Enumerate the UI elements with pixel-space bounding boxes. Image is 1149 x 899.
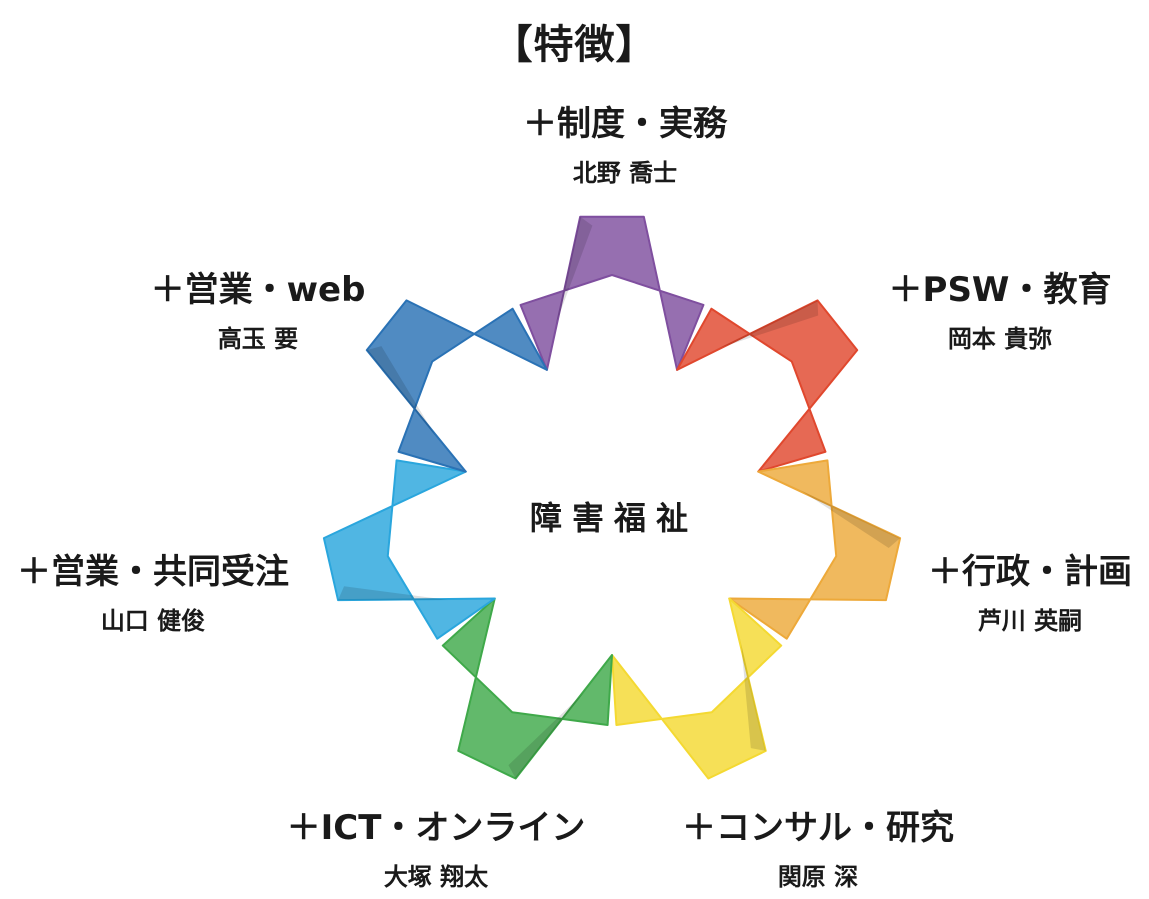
role-title: ＋営業・共同受注 [17,552,289,592]
role-label-ict: ＋ICT・オンライン 大塚 翔太 [276,808,596,892]
person-name: 関原 深 [777,863,859,891]
role-label-system: ＋制度・実務 北野 喬士 [475,104,775,188]
person-name: 大塚 翔太 [383,863,489,891]
role-title: ＋営業・web [150,270,366,310]
ribbon-blue-shade [366,346,450,455]
role-title: ＋PSW・教育 [888,270,1112,310]
role-title: ＋コンサル・研究 [682,808,954,848]
ribbon-yellow [611,597,783,780]
ribbon-cyan [322,459,496,640]
center-area [484,377,740,633]
page-title: 【特徴】 [492,22,657,68]
person-name: 山口 健俊 [100,607,206,635]
ribbon-green-shade [508,674,599,779]
ribbon-purple-shade [550,216,593,347]
role-label-psw: ＋PSW・教育 岡本 貴弥 [860,270,1140,354]
ribbon-orange-shade [780,480,901,549]
person-name: 北野 喬士 [572,159,678,187]
role-label-consulting: ＋コンサル・研究 関原 深 [668,808,968,892]
ribbon-yellow-shade [736,621,766,751]
role-label-web-sales: ＋営業・web 高玉 要 [138,270,378,354]
ribbon-red [676,299,859,473]
role-label-admin: ＋行政・計画 芦川 英嗣 [920,552,1140,636]
ribbon-green [441,597,613,780]
person-name: 芦川 英嗣 [977,607,1083,635]
role-label-joint-sales: ＋営業・共同受注 山口 健俊 [8,552,298,636]
ribbon-cyan-shade [338,586,472,601]
person-name: 高玉 要 [217,325,299,353]
role-title: ＋ICT・オンライン [286,808,586,848]
role-title: ＋制度・実務 [523,104,727,144]
person-name: 岡本 貴弥 [947,325,1053,353]
role-title: ＋行政・計画 [928,552,1132,592]
center-label: 障害福祉 [529,499,698,537]
ribbon-orange [728,459,902,640]
ribbon-red-shade [697,300,819,359]
ribbon-blue [365,299,548,473]
ribbon-purple [519,215,705,371]
